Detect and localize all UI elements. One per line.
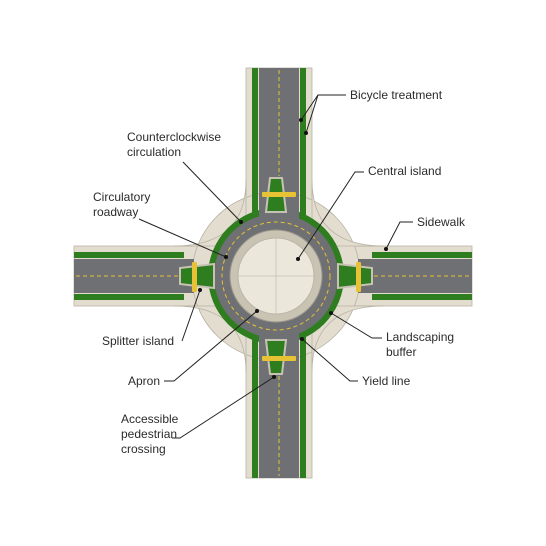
leader-apron <box>164 310 258 382</box>
label-accessible-2: pedestrian <box>121 427 177 441</box>
label-splitter-island: Splitter island <box>102 334 174 348</box>
label-counterclockwise-1: Counterclockwise <box>127 130 221 144</box>
label-circulatory-1: Circulatory <box>93 190 150 204</box>
leader-accessible-crossing <box>172 376 275 439</box>
leader-sidewalk <box>385 221 413 250</box>
label-accessible-1: Accessible <box>121 412 179 426</box>
leader-splitter-island <box>181 289 201 342</box>
leader-circulatory-roadway <box>138 218 227 258</box>
label-yield-line: Yield line <box>362 374 411 388</box>
yield-lines <box>192 192 361 361</box>
leader-central-island <box>297 171 364 260</box>
label-bicycle-treatment: Bicycle treatment <box>350 88 443 102</box>
label-circulatory-2: roadway <box>93 205 138 219</box>
leader-lines <box>138 94 413 439</box>
leader-yield-line <box>301 338 358 382</box>
label-landscaping-2: buffer <box>386 345 416 359</box>
labels: Bicycle treatment Counterclockwise circu… <box>93 88 466 456</box>
label-sidewalk: Sidewalk <box>417 215 466 229</box>
lane-markings <box>76 70 470 476</box>
label-apron: Apron <box>128 374 160 388</box>
leader-bicycle-treatment-b <box>305 94 319 134</box>
leader-landscaping <box>330 312 382 339</box>
leader-counterclockwise <box>182 161 242 223</box>
label-central-island: Central island <box>368 164 441 178</box>
label-accessible-3: crossing <box>121 442 166 456</box>
label-landscaping-1: Landscaping <box>386 330 454 344</box>
label-counterclockwise-2: circulation <box>127 145 181 159</box>
